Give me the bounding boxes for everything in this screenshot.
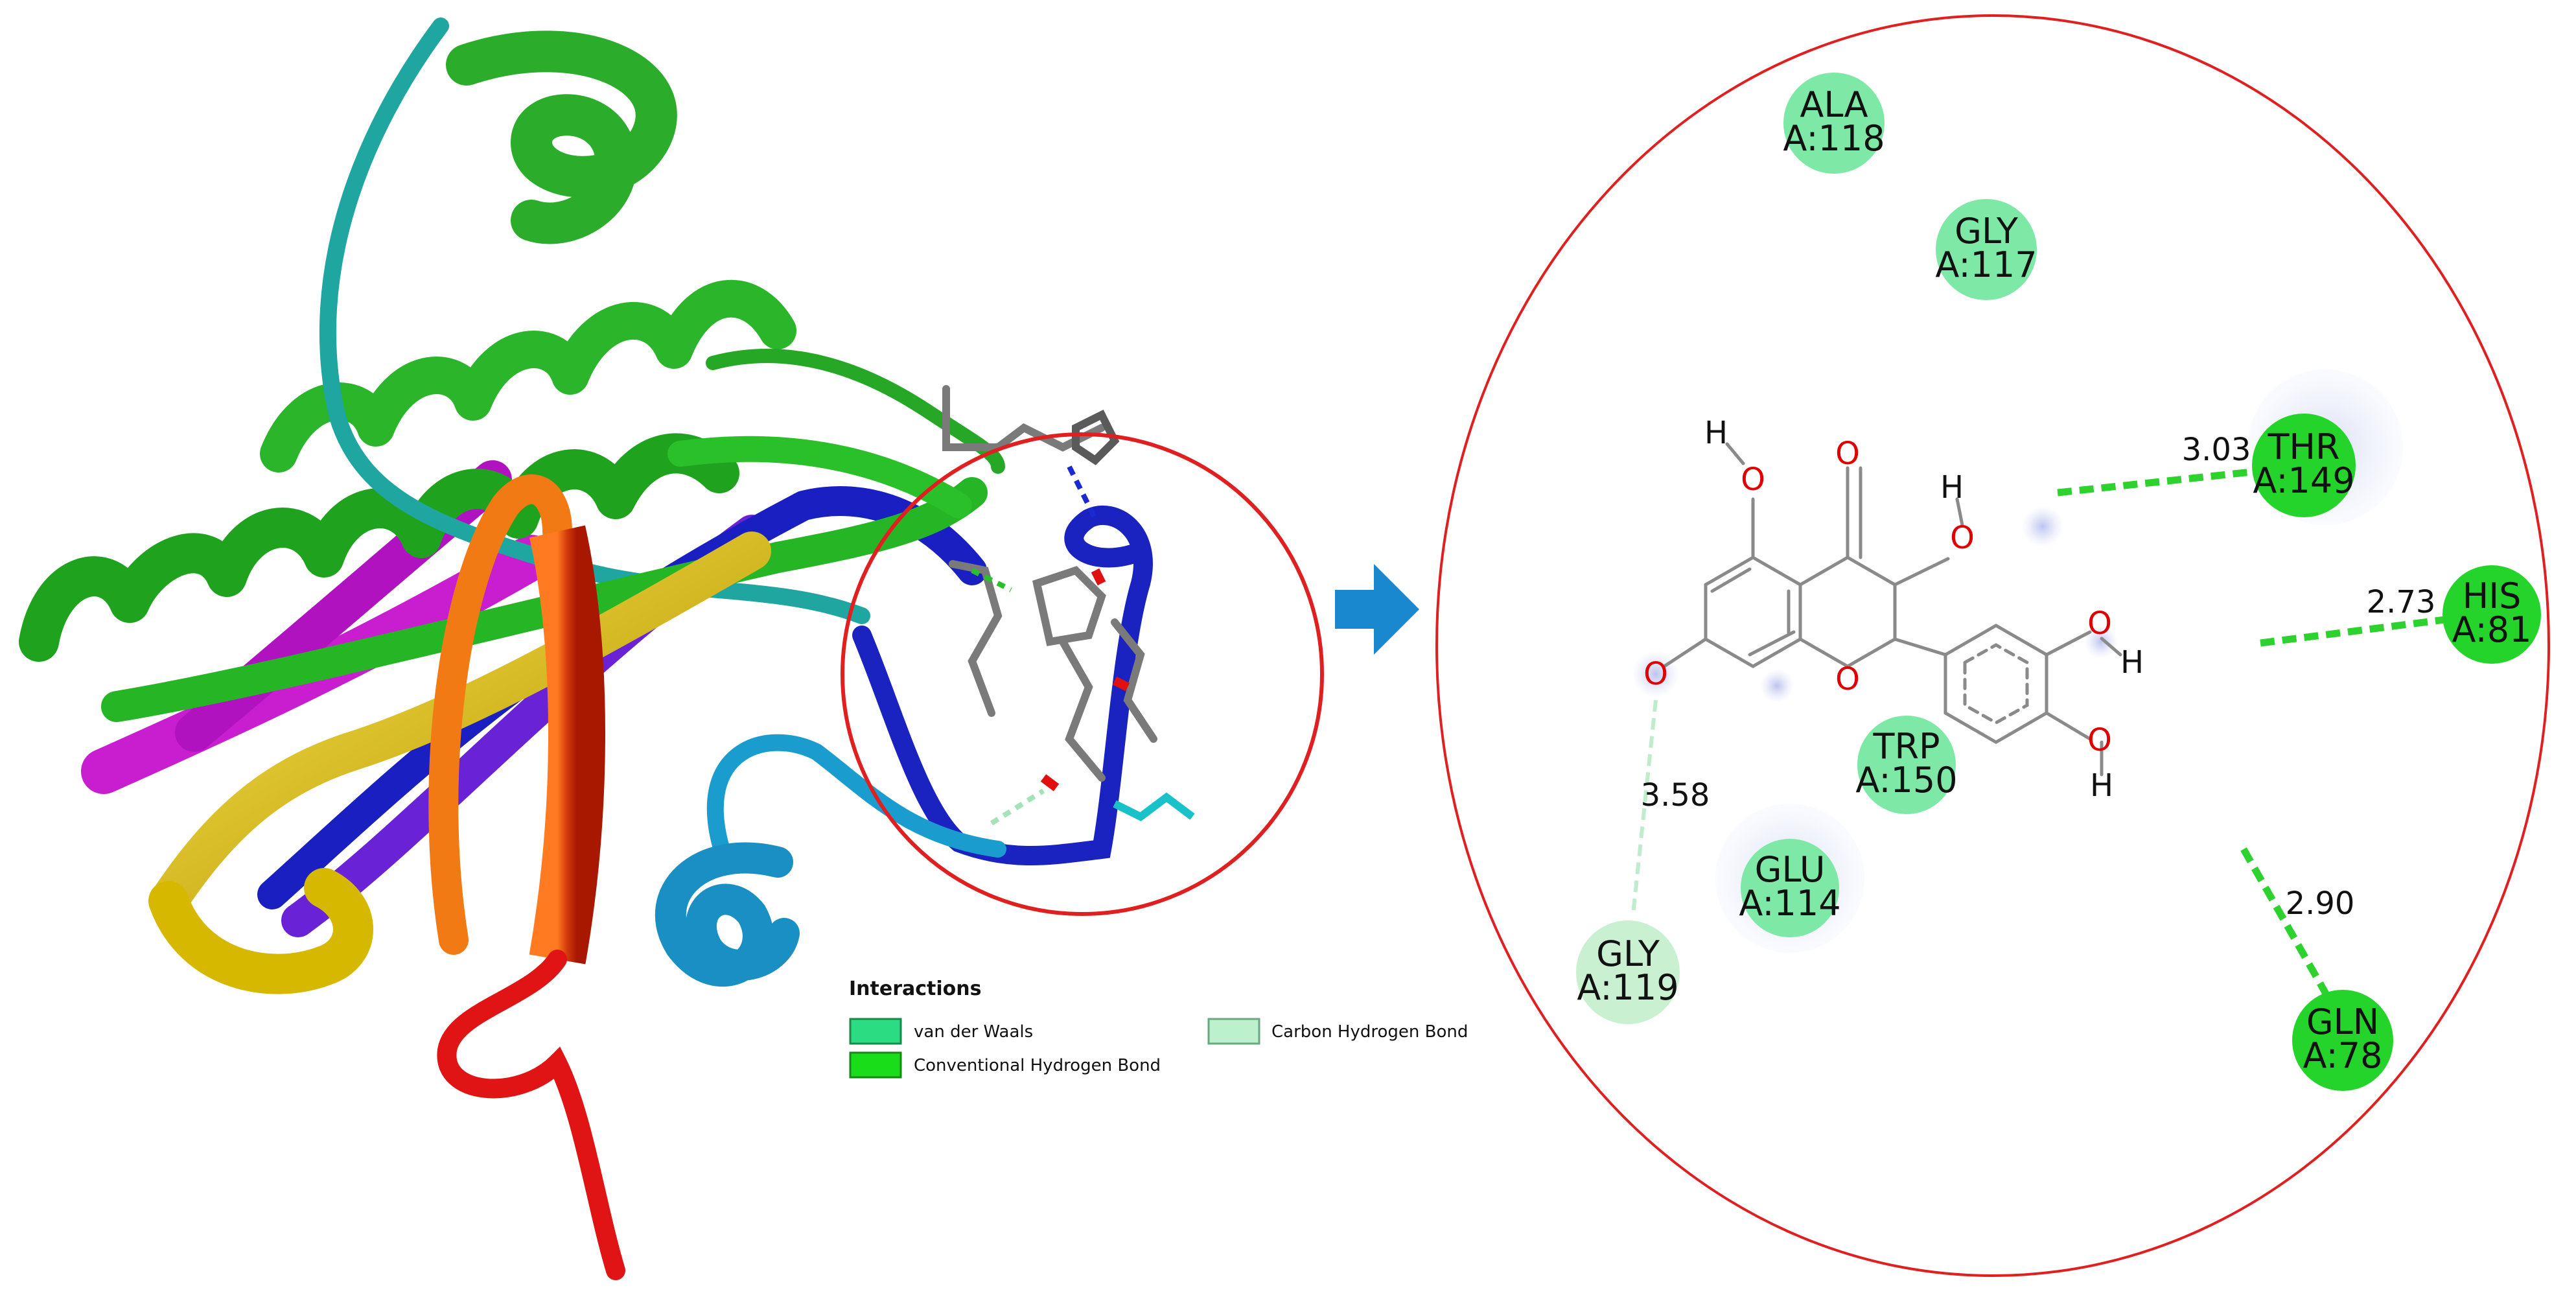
legend-label-carbon: Carbon Hydrogen Bond <box>1271 1022 1468 1042</box>
legend-swatch-conventional <box>849 1051 902 1079</box>
svg-text:A:81: A:81 <box>2452 609 2532 650</box>
residue-his81: HIS A:81 <box>2443 565 2541 664</box>
svg-text:A:78: A:78 <box>2303 1035 2383 1076</box>
ring-halo-1 <box>1760 669 1794 703</box>
distance-gly119: 3.58 <box>1641 777 1710 813</box>
residue-gly117: GLY A:117 <box>1935 199 2037 300</box>
atom-o3p: O <box>2087 605 2112 642</box>
hbond-dash-green <box>971 568 1012 592</box>
hbond-his <box>2260 615 2450 647</box>
red-strand <box>529 525 605 965</box>
binding-pocket-ellipse <box>841 432 1324 916</box>
atom-o4: O <box>1835 436 1860 472</box>
residue-trp150: TRP A:150 <box>1855 716 1958 814</box>
svg-text:HIS: HIS <box>2463 576 2522 616</box>
green-helix-upper <box>260 279 796 473</box>
ligand-red-atoms <box>1040 568 1130 791</box>
distance-labels: 3.03 2.73 3.58 2.90 <box>1641 432 2436 922</box>
ligand-cyan-atoms <box>1113 792 1195 822</box>
blue-loop-pocket <box>852 506 1153 865</box>
green-helix-top <box>446 30 677 244</box>
residue-ala118: ALA A:118 <box>1783 73 1885 174</box>
svg-text:GLY: GLY <box>1955 211 2019 252</box>
ring-b <box>1944 624 2048 744</box>
legend-label-vdw: van der Waals <box>914 1022 1033 1042</box>
ring-a <box>1704 556 1802 668</box>
cyan-helix-bottom <box>655 842 800 987</box>
atom-o4p: O <box>2087 722 2112 758</box>
svg-text:ALA: ALA <box>1800 84 1868 125</box>
atom-labels: O H O O H O O O H O H <box>1643 415 2144 804</box>
svg-text:A:150: A:150 <box>1855 760 1957 801</box>
distance-his: 2.73 <box>2367 584 2436 620</box>
yellow-strand <box>149 532 771 920</box>
residue-thr149: THR A:149 <box>2252 414 2356 517</box>
distance-thr: 3.03 <box>2182 432 2251 468</box>
green-helix-left <box>19 433 739 662</box>
atom-o1: O <box>1835 661 1860 697</box>
protein-ribbon-structure <box>19 18 1195 1280</box>
hbond-gln <box>2240 847 2336 1008</box>
svg-text:GLY: GLY <box>1596 933 1660 974</box>
interaction-diagram-circle <box>1435 14 2550 1277</box>
atom-o5: O <box>1741 462 1765 498</box>
orange-strand <box>428 474 572 955</box>
svg-text:A:117: A:117 <box>1935 244 2037 285</box>
svg-text:A:118: A:118 <box>1783 118 1885 159</box>
svg-text:THR: THR <box>2267 427 2339 467</box>
svg-text:TRP: TRP <box>1872 726 1940 767</box>
svg-text:A:114: A:114 <box>1739 883 1840 924</box>
residue-gln78: GLN A:78 <box>2292 990 2393 1091</box>
legend-swatch-carbon <box>1207 1018 1260 1045</box>
yellow-hairpin <box>148 868 373 994</box>
quercetin-molecule <box>1662 442 2122 777</box>
atom-h5: H <box>1704 415 1728 451</box>
interaction-lines <box>1631 468 2450 1008</box>
residues: ALA A:118 GLY A:117 THR A:149 HIS A:81 T… <box>1576 73 2541 1091</box>
atom-o3: O <box>1950 520 1975 556</box>
interactions-legend: Interactions van der Waals Conventional … <box>849 977 1468 1079</box>
atom-h4p: H <box>2090 767 2113 804</box>
ligand-sticks <box>942 385 1157 782</box>
legend-label-conventional: Conventional Hydrogen Bond <box>914 1056 1161 1075</box>
residue-glu114: GLU A:114 <box>1739 839 1841 937</box>
hbond-dash-pale <box>990 788 1045 826</box>
hbond-thr <box>2057 468 2253 497</box>
green-strand-bridge <box>667 436 972 519</box>
cyan-loop <box>706 734 1006 871</box>
atom-o7: O <box>1643 656 1668 692</box>
svg-text:GLN: GLN <box>2306 1001 2379 1042</box>
svg-text:A:119: A:119 <box>1577 967 1678 1008</box>
legend-title: Interactions <box>849 977 981 1000</box>
atom-h3p: H <box>2120 644 2144 681</box>
ring-halo-2 <box>2084 625 2118 659</box>
svg-text:GLU: GLU <box>1755 849 1826 890</box>
o3-halo <box>2022 506 2063 547</box>
legend-swatch-vdw <box>849 1018 902 1045</box>
green-strand-long <box>101 477 988 722</box>
red-tail <box>437 950 625 1280</box>
arrow-icon <box>1335 564 1419 655</box>
ring-c <box>1798 556 1897 668</box>
svg-text:A:149: A:149 <box>2253 460 2354 501</box>
hbond-dash-blue <box>1067 465 1098 520</box>
residue-gly119: GLY A:119 <box>1576 920 1680 1024</box>
distance-gln: 2.90 <box>2286 885 2355 922</box>
atom-h3: H <box>1940 469 1964 506</box>
